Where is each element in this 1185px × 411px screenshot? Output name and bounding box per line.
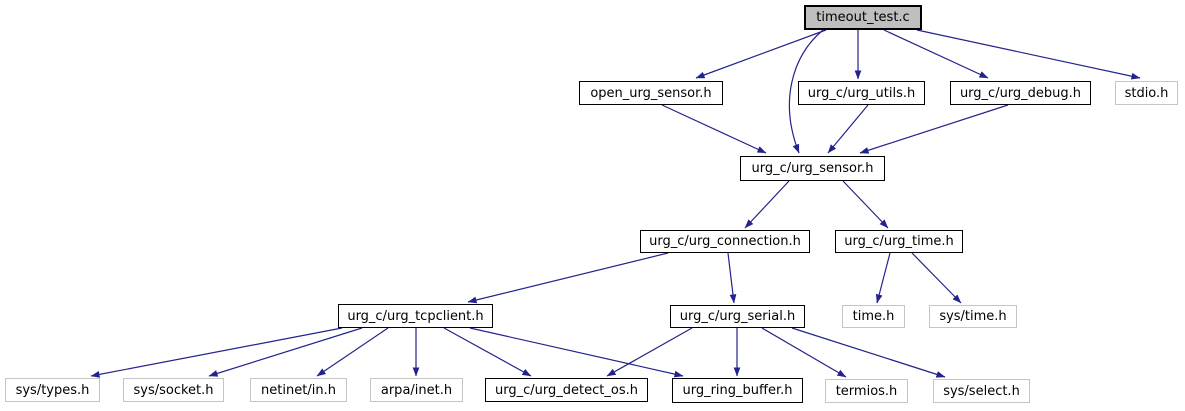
edge-urg_sensor-urg_connection	[744, 180, 790, 229]
edge-urg_tcpclient-sys_socket	[208, 327, 363, 377]
node-urg-ring-buffer-h[interactable]: urg_ring_buffer.h	[672, 378, 803, 403]
node-open-urg-sensor-h[interactable]: open_urg_sensor.h	[579, 81, 723, 105]
edge-urg_tcpclient-urg_ring_buffer	[469, 327, 684, 378]
node-netinet-in-h: netinet/in.h	[250, 378, 347, 402]
edge-open_urg_sensor-urg_sensor	[661, 104, 767, 154]
node-urg-debug-h[interactable]: urg_c/urg_debug.h	[950, 81, 1091, 105]
node-urg-time-h[interactable]: urg_c/urg_time.h	[835, 230, 963, 253]
edge-timeout_test-stdio	[916, 29, 1141, 80]
edge-urg_tcpclient-netinet_in	[316, 327, 389, 377]
node-sys-socket-h: sys/socket.h	[123, 378, 224, 402]
edge-urg_serial-termios	[761, 327, 847, 378]
node-stdio-h: stdio.h	[1115, 81, 1178, 105]
node-time-h: time.h	[842, 305, 905, 328]
node-urg-connection-h[interactable]: urg_c/urg_connection.h	[640, 230, 810, 253]
node-termios-h: termios.h	[825, 379, 908, 403]
edge-timeout_test-urg_debug	[883, 29, 989, 79]
edge-urg_connection-urg_tcpclient	[467, 252, 669, 304]
node-urg-detect-os-h[interactable]: urg_c/urg_detect_os.h	[485, 378, 648, 402]
node-sys-types-h: sys/types.h	[5, 378, 100, 402]
node-sys-time-h: sys/time.h	[929, 305, 1017, 328]
edge-urg_time-time	[875, 252, 891, 304]
node-urg-sensor-h[interactable]: urg_c/urg_sensor.h	[740, 156, 885, 181]
edge-urg_tcpclient-urg_detect_os	[443, 327, 532, 377]
node-urg-tcpclient-h[interactable]: urg_c/urg_tcpclient.h	[338, 304, 493, 328]
edge-urg_connection-urg_serial	[727, 252, 737, 304]
edge-timeout_test-open_urg_sensor	[695, 29, 827, 79]
node-timeout-test-c: timeout_test.c	[804, 5, 922, 30]
node-arpa-inet-h: arpa/inet.h	[370, 378, 463, 402]
edge-urg_tcpclient-sys_types	[90, 327, 343, 378]
edge-urg_time-sys_time	[911, 252, 962, 304]
node-urg-utils-h[interactable]: urg_c/urg_utils.h	[798, 81, 925, 105]
edge-urg_serial-sys_select	[791, 327, 946, 378]
edge-timeout_test-urg_sensor	[788, 29, 824, 154]
edge-urg_utils-urg_sensor	[827, 104, 869, 154]
edge-urg_serial-urg_detect_os	[606, 327, 693, 377]
edge-urg_sensor-urg_time	[842, 180, 889, 229]
node-urg-serial-h[interactable]: urg_c/urg_serial.h	[670, 305, 805, 328]
edge-urg_debug-urg_sensor	[859, 104, 1009, 154]
node-sys-select-h: sys/select.h	[933, 379, 1030, 403]
